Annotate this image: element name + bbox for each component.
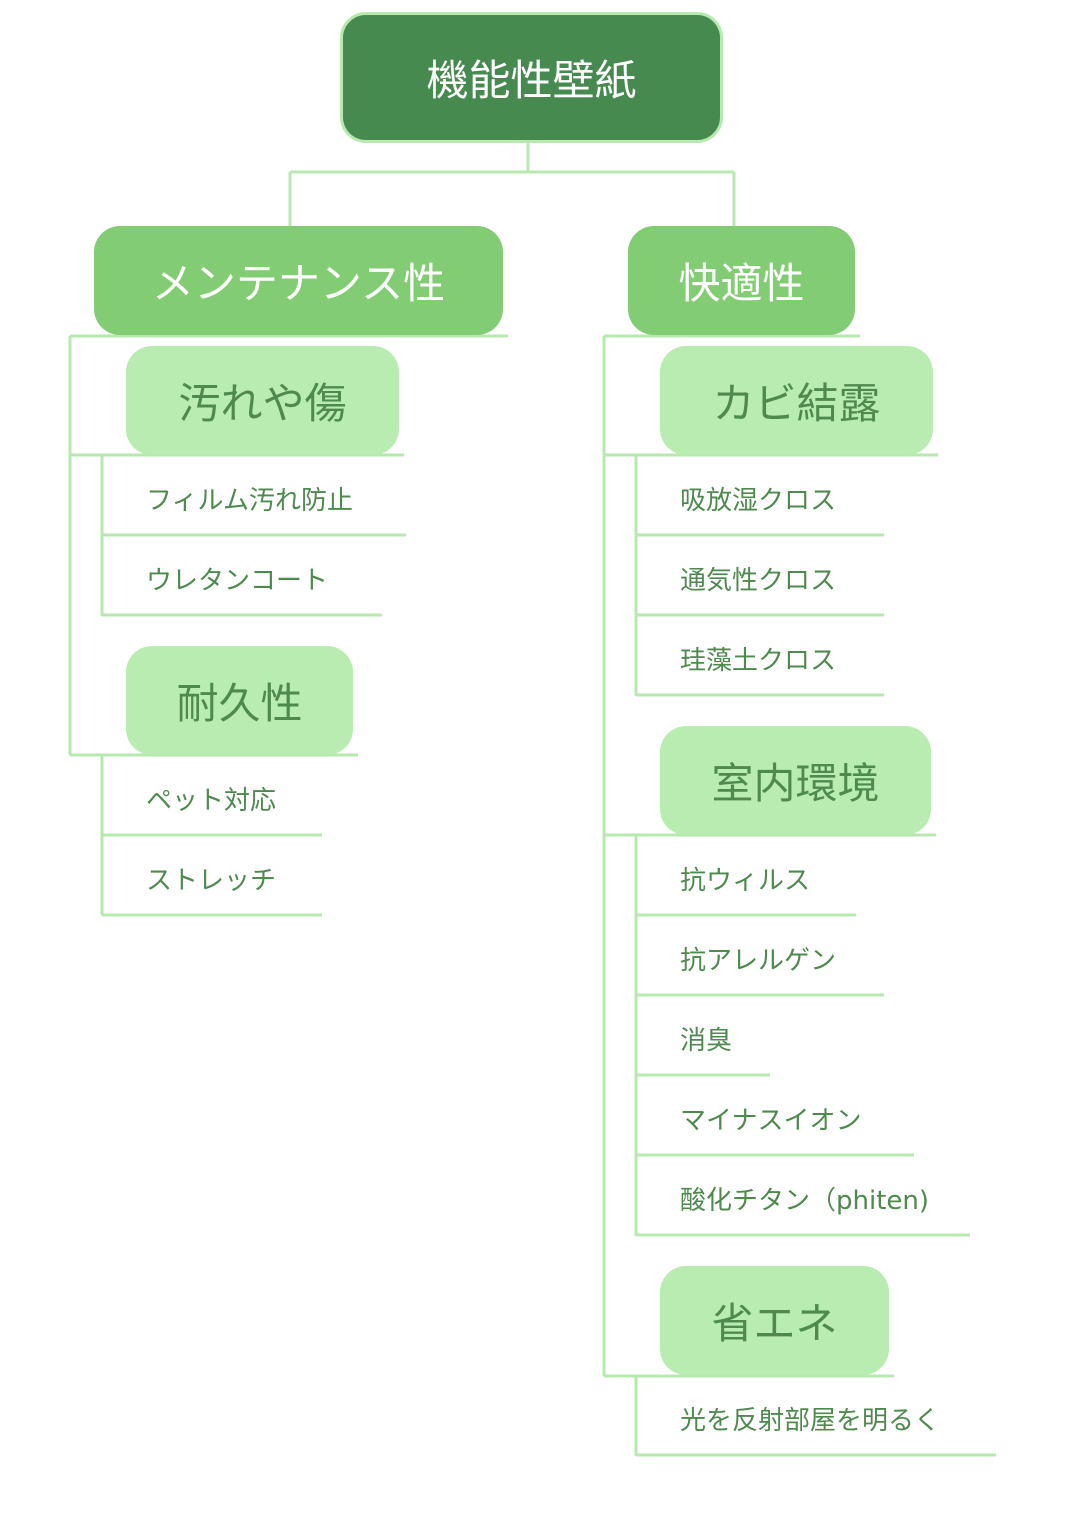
leaf-item: 抗アレルゲン — [680, 945, 837, 976]
connector-leaf-lines-right — [636, 533, 996, 1457]
connector-mold-group — [604, 453, 938, 696]
leaf-item: 抗ウィルス — [680, 865, 811, 896]
leaf-item: 吸放湿クロス — [680, 485, 837, 516]
leaf-item: ペット対応 — [146, 785, 277, 816]
leaf-item: 光を反射部屋を明るく — [680, 1405, 941, 1436]
leaf-item: 消臭 — [680, 1025, 733, 1056]
root-label: 機能性壁紙 — [426, 56, 637, 105]
group-label: 汚れや傷 — [178, 379, 347, 428]
connector-root — [288, 143, 736, 228]
group-label: カビ結露 — [712, 379, 881, 428]
group-durability: 耐久性 — [126, 646, 353, 755]
group-mold-condensation: カビ結露 — [660, 346, 933, 455]
leaf-item: ストレッチ — [146, 865, 277, 896]
category-comfort: 快適性 — [628, 226, 855, 335]
group-label: 省エネ — [711, 1299, 838, 1348]
category-maintenance: メンテナンス性 — [94, 226, 503, 335]
leaf-item: フィルム汚れ防止 — [146, 485, 353, 516]
connector-maintenance-spine — [68, 334, 508, 755]
connector-energy-group — [604, 1374, 894, 1456]
group-label: 耐久性 — [176, 679, 303, 728]
group-label: 室内環境 — [711, 759, 880, 808]
category-label: 快適性 — [678, 259, 805, 308]
leaf-item: 珪藻土クロス — [680, 645, 837, 676]
leaf-item: ウレタンコート — [146, 565, 329, 596]
leaf-item: 酸化チタン（phiten) — [680, 1185, 930, 1216]
category-label: メンテナンス性 — [151, 259, 446, 308]
group-stains-scratches: 汚れや傷 — [126, 346, 399, 455]
connector-comfort-spine — [602, 334, 860, 1376]
connector-indoor-group — [604, 833, 936, 1236]
leaf-item: マイナスイオン — [680, 1105, 862, 1136]
root-node: 機能性壁紙 — [340, 12, 723, 143]
group-energy-saving: 省エネ — [660, 1266, 889, 1375]
group-indoor-environment: 室内環境 — [660, 726, 931, 835]
leaf-item: 通気性クロス — [680, 565, 837, 596]
connector-leaf-lines-left — [102, 533, 406, 917]
